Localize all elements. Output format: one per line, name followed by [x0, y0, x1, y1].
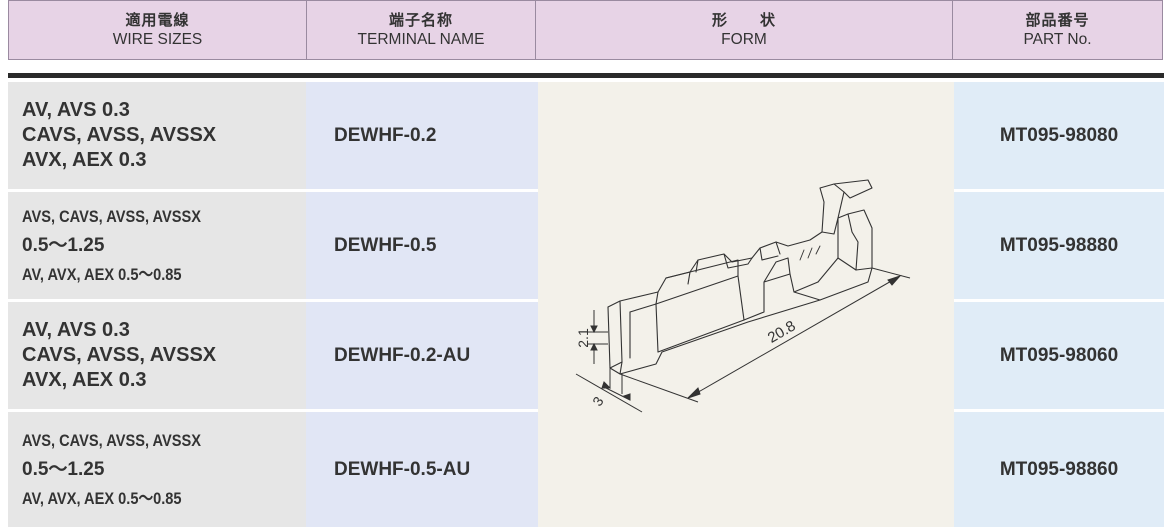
row-3-wire-line-3: AVX, AEX 0.3 [22, 369, 147, 391]
header-wire-sizes: 適用電線 WIRE SIZES [8, 0, 307, 60]
header-part-no-jp: 部品番号 [1025, 12, 1090, 29]
row-2-wire-line-1: AVS, CAVS, AVSS, AVSSX [22, 207, 202, 226]
row-1-wire-line-3: AVX, AEX 0.3 [22, 149, 147, 171]
table-body: AV, AVS 0.3 CAVS, AVSS, AVSSX AVX, AEX 0… [8, 82, 1164, 527]
header-form-en: FORM [721, 31, 767, 48]
table-header: 適用電線 WIRE SIZES 端子名称 TERMINAL NAME 形 状 F… [8, 0, 1164, 60]
row-4-part-text: MT095-98860 [999, 458, 1119, 480]
form-drawing-cell: 2.1 3 2 [538, 82, 954, 527]
row-1-wire-sizes: AV, AVS 0.3 CAVS, AVSS, AVSSX AVX, AEX 0… [8, 82, 306, 189]
row-separator [954, 299, 1164, 302]
header-terminal-name-jp: 端子名称 [388, 12, 453, 29]
row-1-terminal-name: DEWHF-0.2 [306, 82, 538, 189]
row-2-part-text: MT095-98880 [999, 234, 1119, 256]
row-3-part-no: MT095-98060 [954, 302, 1164, 409]
header-terminal-name: 端子名称 TERMINAL NAME [306, 0, 536, 60]
row-4-wire-line-1: AVS, CAVS, AVSS, AVSSX [22, 431, 202, 450]
header-divider [8, 73, 1164, 78]
terminal-drawing: 2.1 3 2 [575, 179, 911, 413]
row-2-wire-line-2: 0.5～1.25 [22, 235, 105, 256]
row-4-wire-sizes: AVS, CAVS, AVSS, AVSSX 0.5～1.25 AV, AVX,… [8, 412, 306, 527]
row-3-terminal-name: DEWHF-0.2-AU [306, 302, 538, 409]
dim-width-label: 3 [589, 393, 607, 409]
row-2-terminal-text: DEWHF-0.5 [334, 234, 437, 256]
header-part-no: 部品番号 PART No. [952, 0, 1163, 60]
row-3-wire-line-2: CAVS, AVSS, AVSSX [22, 344, 217, 366]
row-2-terminal-name: DEWHF-0.5 [306, 192, 538, 299]
row-1-terminal-text: DEWHF-0.2 [334, 124, 437, 146]
row-1-part-no: MT095-98080 [954, 82, 1164, 189]
row-4-terminal-name: DEWHF-0.5-AU [306, 412, 538, 527]
row-3-wire-sizes: AV, AVS 0.3 CAVS, AVSS, AVSSX AVX, AEX 0… [8, 302, 306, 409]
row-4-wire-line-2: 0.5～1.25 [22, 459, 105, 480]
row-1-part-text: MT095-98080 [999, 124, 1119, 146]
row-4-wire-line-3: AV, AVX, AEX 0.5～0.85 [22, 489, 182, 508]
row-1-wire-line-1: AV, AVS 0.3 [22, 99, 130, 121]
row-4-part-no: MT095-98860 [954, 412, 1164, 527]
row-2-part-no: MT095-98880 [954, 192, 1164, 299]
row-separator [954, 409, 1164, 412]
row-4-terminal-text: DEWHF-0.5-AU [334, 458, 471, 480]
row-3-terminal-text: DEWHF-0.2-AU [334, 344, 471, 366]
header-wire-sizes-jp: 適用電線 [125, 12, 190, 29]
row-3-part-text: MT095-98060 [999, 344, 1119, 366]
header-form: 形 状 FORM [535, 0, 953, 60]
header-form-jp: 形 状 [711, 12, 776, 29]
row-separator [8, 299, 538, 302]
row-2-wire-sizes: AVS, CAVS, AVSS, AVSSX 0.5～1.25 AV, AVX,… [8, 192, 306, 299]
row-2-wire-line-3: AV, AVX, AEX 0.5～0.85 [22, 265, 182, 284]
row-separator [954, 189, 1164, 192]
header-wire-sizes-en: WIRE SIZES [112, 31, 203, 48]
row-separator [8, 409, 538, 412]
dim-height-label: 2.1 [575, 328, 591, 348]
header-terminal-name-en: TERMINAL NAME [357, 31, 485, 48]
row-separator [8, 189, 538, 192]
row-3-wire-line-1: AV, AVS 0.3 [22, 319, 130, 341]
header-part-no-en: PART No. [1023, 31, 1092, 48]
row-1-wire-line-2: CAVS, AVSS, AVSSX [22, 124, 217, 146]
dim-length-label: 20.8 [765, 317, 799, 346]
